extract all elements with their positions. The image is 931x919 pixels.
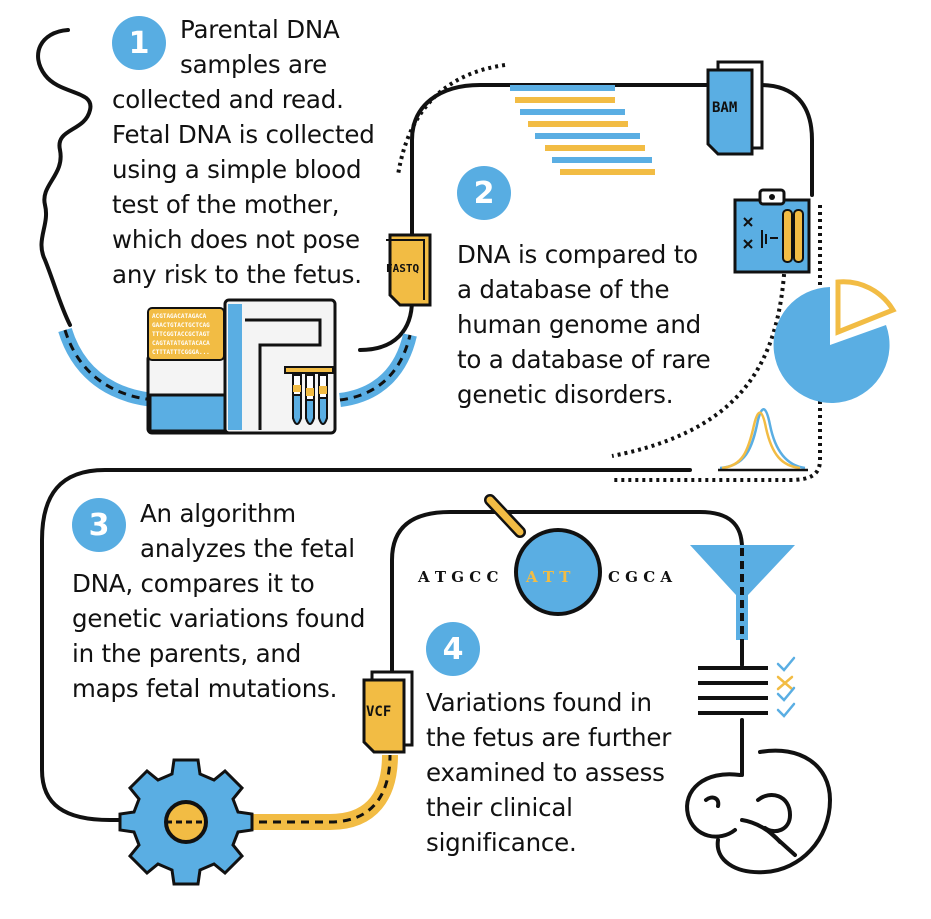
sequencer-screen-line: GAACTGTACTGCTCAG bbox=[152, 322, 210, 329]
bam-file-icon: BAM bbox=[706, 60, 764, 156]
bam-label: BAM bbox=[712, 100, 737, 116]
step-2-line: to a database of rare bbox=[457, 345, 711, 374]
sequence-left: A T G C C bbox=[417, 568, 498, 586]
step-3-number: 3 bbox=[88, 507, 110, 543]
step-2-line: DNA is compared to bbox=[457, 240, 698, 269]
step-1-number: 1 bbox=[128, 25, 150, 61]
sequence-right: C G C A bbox=[608, 568, 672, 586]
fastq-file-icon: FASTQ bbox=[386, 233, 432, 307]
sequence-highlight: A T T bbox=[525, 568, 571, 586]
step-1-line: samples are bbox=[180, 50, 328, 79]
step-1-line: Parental DNA bbox=[180, 15, 340, 44]
workflow-path bbox=[36, 28, 814, 822]
step-4-line: the fetus are further bbox=[426, 723, 672, 752]
clipboard-icon bbox=[733, 188, 811, 274]
pie-chart-icon bbox=[773, 279, 897, 403]
step-2-line: human genome and bbox=[457, 310, 702, 339]
step-3-text: An algorithm analyzes the fetal DNA, com… bbox=[72, 496, 365, 706]
step-3-line: An algorithm bbox=[140, 499, 296, 528]
gear-to-vcf-path bbox=[245, 754, 398, 830]
step-1-text: Parental DNA samples are collected and r… bbox=[112, 12, 375, 292]
step-4-line: their clinical bbox=[426, 793, 573, 822]
fetus-icon bbox=[685, 748, 832, 875]
step-2-text: DNA is compared to a database of the hum… bbox=[457, 237, 711, 412]
step-3-line: in the parents, and bbox=[72, 639, 302, 668]
step-4-text: Variations found in the fetus are furthe… bbox=[426, 685, 671, 860]
step-1-line: any risk to the fetus. bbox=[112, 260, 362, 289]
vcf-file-icon: VCF bbox=[362, 670, 414, 754]
step-2-line: a database of the bbox=[457, 275, 670, 304]
step-1-line: test of the mother, bbox=[112, 190, 340, 219]
step-4-badge: 4 bbox=[426, 622, 480, 676]
step-3-line: DNA, compares it to bbox=[72, 569, 315, 598]
step-1-line: which does not pose bbox=[112, 225, 360, 254]
step-3-line: genetic variations found bbox=[72, 604, 366, 633]
step-3-badge: 3 bbox=[72, 498, 126, 552]
checklist-icon bbox=[698, 656, 796, 718]
step-1-badge: 1 bbox=[112, 16, 166, 70]
sequencer-screen-line: ACGTAGACATAGACA bbox=[152, 313, 207, 320]
step-3-line: maps fetal mutations. bbox=[72, 674, 338, 703]
step-2-number: 2 bbox=[473, 175, 495, 211]
magnifier-icon bbox=[484, 494, 602, 616]
distribution-curve-icon bbox=[718, 408, 808, 472]
step-4-line: significance. bbox=[426, 828, 577, 857]
funnel-icon bbox=[690, 545, 795, 640]
step-4-line: Variations found in bbox=[426, 688, 652, 717]
read-alignment-icon bbox=[510, 85, 655, 175]
sequencer-screen-text: ACGTAGACATAGACA GAACTGTACTGCTCAG TTTCGGT… bbox=[152, 313, 210, 356]
step-2-line: genetic disorders. bbox=[457, 380, 674, 409]
sequencer-icon: ACGTAGACATAGACA GAACTGTACTGCTCAG TTTCGGT… bbox=[146, 298, 337, 435]
gear-icon bbox=[118, 758, 254, 886]
sequencer-screen-line: CAGTATATGATACACA bbox=[152, 340, 210, 347]
step-2-badge: 2 bbox=[457, 166, 511, 220]
step-4-line: examined to assess bbox=[426, 758, 665, 787]
step-1-line: using a simple blood bbox=[112, 155, 362, 184]
dotted-path bbox=[396, 63, 822, 482]
fastq-label: FASTQ bbox=[386, 262, 419, 275]
step-1-line: Fetal DNA is collected bbox=[112, 120, 375, 149]
step-1-line: collected and read. bbox=[112, 85, 344, 114]
test-tubes-icon bbox=[284, 366, 334, 425]
sequencer-screen-line: CTTTATTTCGGGA... bbox=[152, 349, 210, 356]
dna-sequence: A T G C C A T T C G C A bbox=[417, 568, 672, 586]
step-3-line: analyzes the fetal bbox=[140, 534, 355, 563]
sequencer-screen-line: TTTCGGTACCGCTAGT bbox=[152, 331, 210, 338]
step-4-number: 4 bbox=[442, 631, 464, 667]
vcf-label: VCF bbox=[366, 704, 391, 720]
